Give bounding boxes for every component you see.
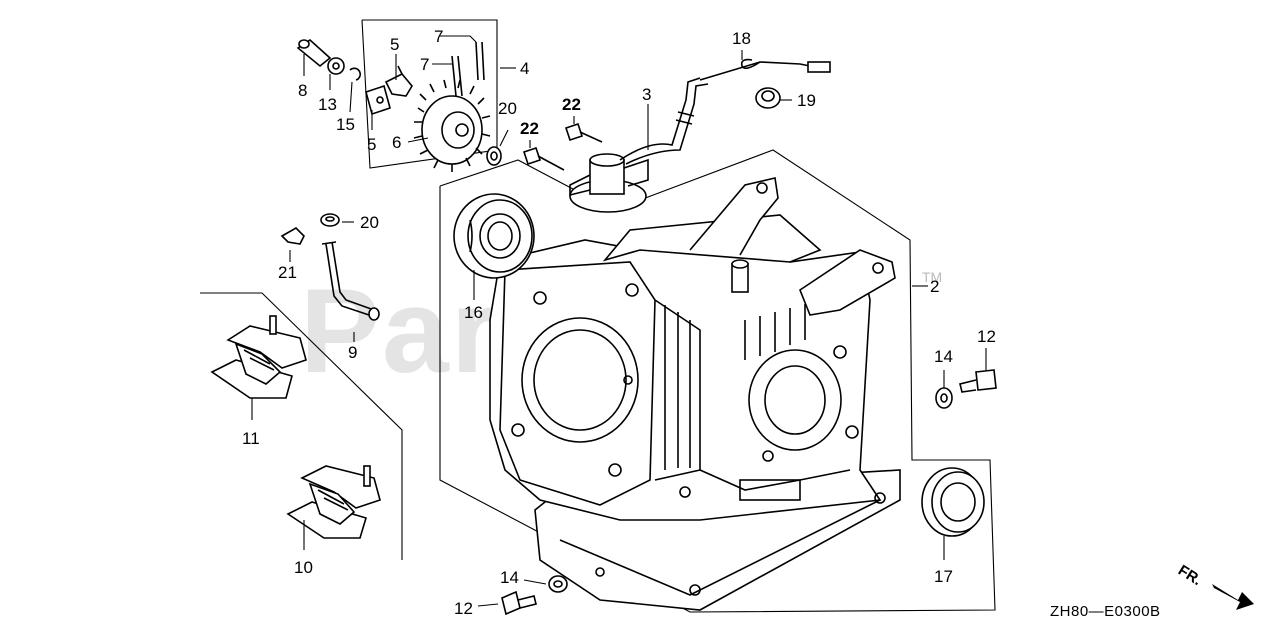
callout-2: 2: [930, 277, 939, 296]
callout-3: 3: [642, 85, 651, 104]
washer-14-bottom: [548, 575, 568, 593]
governor-shaft-8: [296, 38, 332, 68]
callout-18: 18: [732, 29, 751, 48]
callout-19: 19: [797, 91, 816, 110]
callout-6: 6: [392, 133, 401, 152]
mount-group-outline: [200, 292, 403, 560]
callout-4: 4: [520, 59, 529, 78]
callout-20-mid: 20: [360, 213, 379, 232]
washer-13: [327, 57, 345, 75]
clip-15: [349, 67, 362, 81]
oil-seal-17: [921, 467, 985, 537]
callout-10: 10: [294, 558, 313, 577]
watermark-trademark: TM: [922, 269, 942, 285]
callout-8: 8: [298, 81, 307, 100]
callout-21: 21: [278, 263, 297, 282]
callout-17: 17: [934, 567, 953, 586]
callout-22-top: 22: [562, 95, 581, 114]
callout-12-bottom: 12: [454, 599, 473, 618]
washer-20a: [486, 146, 502, 166]
callout-labels: 2 3 4 5 5 6 7 7 8 9 10 11 12 12 13 14 14…: [242, 27, 996, 618]
bearing-16: [453, 193, 535, 279]
leader-lines: [251, 35, 987, 607]
bolt-12-bottom: [501, 590, 537, 616]
crankcase: [489, 177, 901, 611]
callout-15: 15: [336, 115, 355, 134]
oil-sensor-3: [569, 58, 831, 213]
callout-12-right: 12: [977, 327, 996, 346]
callout-5-bottom: 5: [367, 135, 376, 154]
engine-mount-10: [286, 465, 381, 539]
callout-14-right: 14: [934, 347, 953, 366]
callout-13: 13: [318, 95, 337, 114]
clip-21: [280, 227, 305, 245]
callout-22-bottom: 22: [520, 119, 539, 138]
washer-20b: [320, 213, 340, 227]
washer-14-right: [935, 387, 953, 409]
callout-5-top: 5: [390, 35, 399, 54]
front-direction-label: FR.: [1175, 562, 1205, 589]
governor-arm-5a: [384, 65, 413, 97]
grommet-19: [755, 87, 781, 109]
governor-weight-5b: [365, 84, 391, 116]
crankcase-group-outline: [439, 149, 996, 613]
bolt-12-right: [959, 369, 997, 393]
callout-7-top: 7: [434, 27, 443, 46]
callout-9: 9: [348, 343, 357, 362]
bolt-22b: [522, 146, 565, 171]
callout-7-mid: 7: [420, 55, 429, 74]
engine-mount-11: [210, 315, 307, 399]
callout-16: 16: [464, 303, 483, 322]
front-direction-arrow-icon: FR.: [1175, 562, 1254, 610]
callout-14-bottom: 14: [500, 568, 519, 587]
pin-7: [451, 41, 485, 97]
callout-11: 11: [242, 429, 260, 448]
breather-tube-9: [321, 241, 380, 321]
diagram-code: ZH80—E0300B: [1050, 603, 1161, 620]
callout-20-top: 20: [498, 99, 517, 118]
bolt-22a: [564, 122, 603, 143]
governor-gear-6: [413, 79, 491, 172]
